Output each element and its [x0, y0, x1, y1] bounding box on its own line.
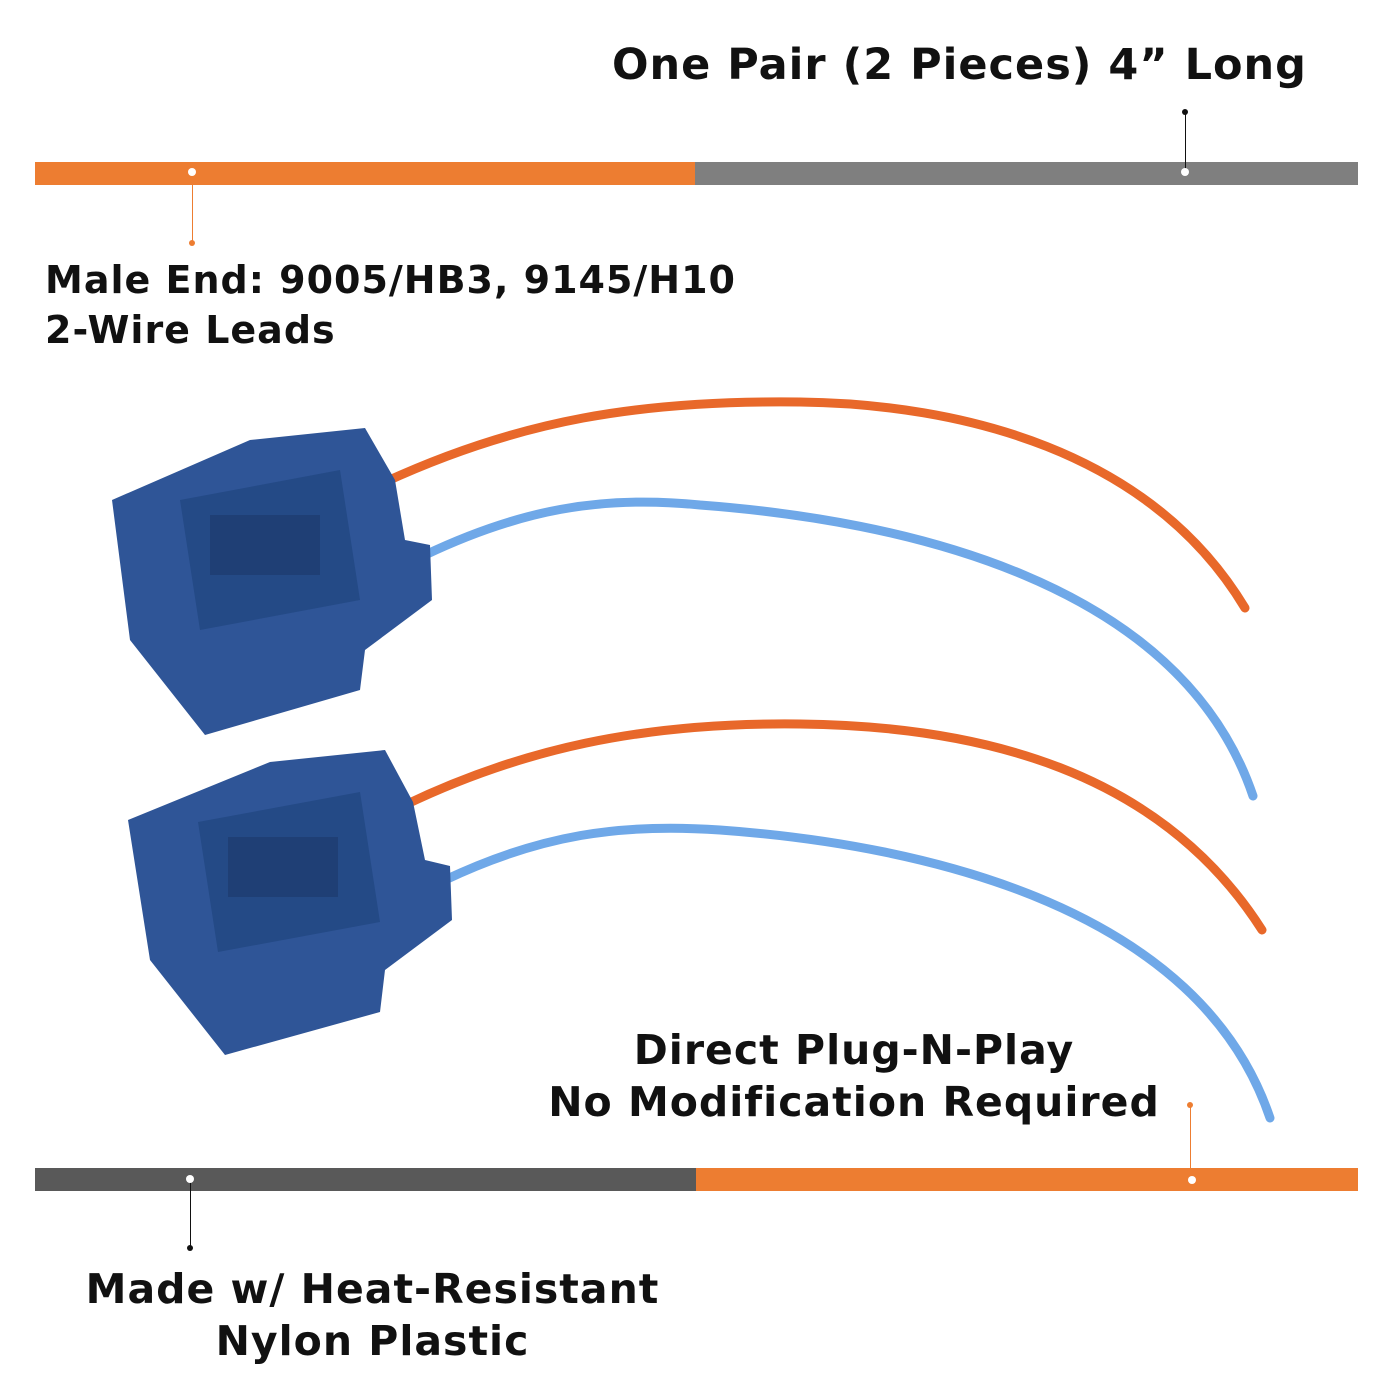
callout-dot	[1181, 168, 1189, 176]
male-end-line2: 2-Wire Leads	[45, 308, 336, 352]
top-bar-gray	[695, 162, 1358, 185]
callout-line	[192, 173, 193, 243]
bottom-bar-orange	[696, 1168, 1358, 1191]
callout-dot	[187, 1245, 193, 1251]
harness-2	[128, 719, 1275, 1123]
callout-line	[1190, 1106, 1191, 1176]
callout-line	[1185, 112, 1186, 172]
top-bar-orange	[35, 162, 695, 185]
callout-dot	[186, 1175, 194, 1183]
plug-line2: No Modification Required	[548, 1078, 1160, 1126]
male-end-line1: Male End: 9005/HB3, 9145/H10	[45, 258, 736, 302]
callout-dot	[1187, 1102, 1193, 1108]
callout-dot	[1188, 1176, 1196, 1184]
callout-line	[190, 1180, 191, 1248]
material-line1: Made w/ Heat-Resistant	[85, 1265, 660, 1313]
headline: One Pair (2 Pieces) 4” Long	[612, 40, 1307, 90]
callout-dot	[1182, 109, 1188, 115]
plug-line1: Direct Plug-N-Play	[633, 1026, 1075, 1074]
callout-dot	[189, 240, 195, 246]
material-line2: Nylon Plastic	[215, 1317, 530, 1365]
callout-dot	[188, 168, 196, 176]
bottom-bar-gray	[35, 1168, 696, 1191]
harness-1	[112, 397, 1258, 801]
